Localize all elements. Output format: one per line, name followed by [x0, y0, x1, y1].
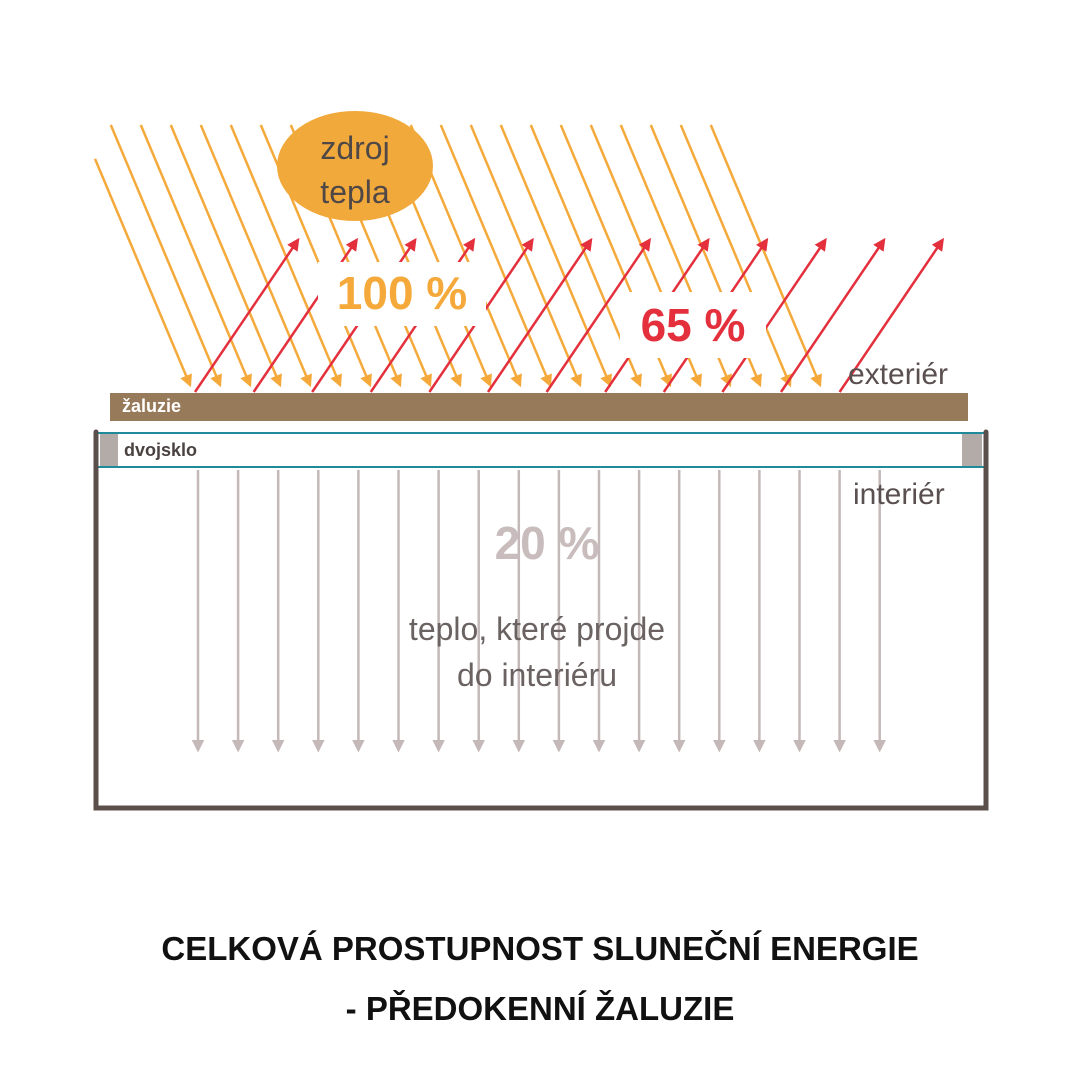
reflected-ray-arrow — [486, 237, 593, 393]
incoming-ray-arrow — [709, 124, 822, 388]
incoming-ray-arrow — [469, 124, 582, 388]
title-line-2: - PŘEDOKENNÍ ŽALUZIE — [345, 990, 735, 1027]
heat-source-label: zdroj tepla — [277, 126, 433, 214]
reflected-rays — [193, 237, 945, 393]
transmitted-caption: teplo, které projde do interiéru — [337, 606, 737, 698]
incoming-ray-arrow — [499, 124, 612, 388]
title-line-1: CELKOVÁ PROSTUPNOST SLUNEČNÍ ENERGIE — [161, 930, 919, 967]
transmitted-rays — [191, 470, 886, 753]
incoming-ray-arrow — [439, 124, 552, 388]
heat-source-line-2: tepla — [320, 174, 390, 210]
caption-line-2: do interiéru — [456, 657, 618, 693]
reflected-percent: 65 % — [640, 299, 746, 351]
caption-line-1: teplo, které projde — [408, 611, 666, 647]
reflected-ray-arrow — [838, 237, 945, 393]
heat-source-ellipse — [277, 111, 433, 221]
incoming-ray-arrow — [169, 124, 282, 388]
incoming-ray-arrow — [679, 124, 792, 388]
exterior-label: exteriér — [848, 358, 949, 391]
room-frame — [93, 429, 989, 811]
glass-label: dvojsklo — [124, 440, 198, 460]
reflected-ray-arrow — [779, 237, 886, 393]
glass-spacer-left — [100, 432, 118, 467]
heat-source-line-1: zdroj — [320, 130, 390, 166]
incoming-ray-arrow — [93, 158, 192, 388]
reflected-ray-arrow — [721, 237, 827, 393]
transmitted-percent: 20 % — [494, 517, 600, 569]
blind-bar — [110, 393, 968, 421]
label-bg-65 — [620, 292, 766, 358]
incoming-ray-arrow — [199, 124, 312, 388]
incoming-ray-arrow — [229, 124, 342, 388]
incoming-ray-arrow — [109, 124, 222, 388]
incoming-ray-arrow — [139, 124, 252, 388]
reflected-ray-arrow — [545, 237, 652, 393]
reflected-ray-arrow — [193, 237, 300, 393]
interior-label: interiér — [853, 478, 945, 511]
label-bg-100 — [318, 262, 486, 326]
glass-spacer-right — [962, 432, 982, 467]
blind-label: žaluzie — [122, 396, 182, 416]
incoming-percent: 100 % — [336, 267, 468, 319]
